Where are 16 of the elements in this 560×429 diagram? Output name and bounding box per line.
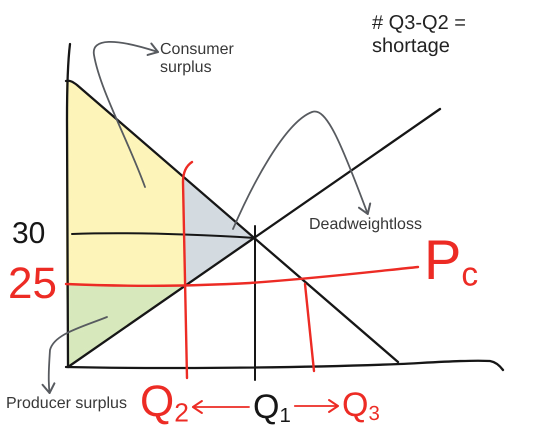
shaded-area xyxy=(66,80,185,285)
axis-value: 25 xyxy=(8,262,57,306)
callout-label: Producer surplus xyxy=(6,395,127,414)
leader-arrow xyxy=(92,40,159,188)
callout-label: Consumer surplus xyxy=(160,41,234,78)
leader-arrow xyxy=(42,316,108,394)
quantity-label: Q$_{1}$ xyxy=(253,390,291,424)
leader-arrow xyxy=(232,110,372,230)
axis-value: 30 xyxy=(12,219,46,249)
curve-label: P$_{c}$ xyxy=(424,232,478,288)
quantity-label: Q$_{2}$ xyxy=(140,380,189,424)
callout-label: Deadweightloss xyxy=(309,216,422,234)
arrow xyxy=(294,399,339,413)
note: # Q3-Q2 = shortage xyxy=(372,12,467,58)
arrow xyxy=(192,400,250,414)
quantity-label: Q$_{3}$ xyxy=(342,388,380,422)
